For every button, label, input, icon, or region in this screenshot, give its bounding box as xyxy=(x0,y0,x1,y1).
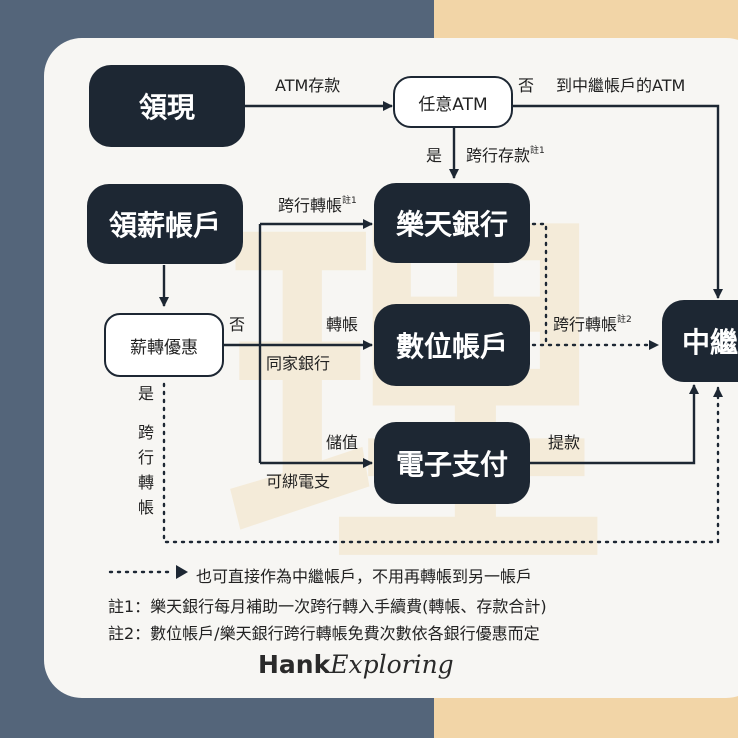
note-1: 註1：樂天銀行每月補助一次跨行轉入手續費(轉帳、存款合計) xyxy=(108,597,547,616)
node-salary-account: 領薪帳戶 xyxy=(87,184,243,264)
brand-logo: HankExploring xyxy=(258,650,454,679)
label-bindable: 可綁電支 xyxy=(266,472,331,491)
node-salary-perk: 薪轉優惠 xyxy=(104,313,224,377)
note-2: 註2：數位帳戶/樂天銀行跨行轉帳免費次數依各銀行優惠而定 xyxy=(108,624,540,643)
label-yes-atm: 是 xyxy=(426,146,443,165)
label-to-relay-atm: 到中繼帳戶的ATM xyxy=(556,76,686,95)
node-relay: 中繼 xyxy=(662,300,738,382)
label-store-value: 儲值 xyxy=(326,433,359,452)
label-cross-transfer-1: 跨行轉帳註1 xyxy=(278,196,357,215)
label-atm-deposit: ATM存款 xyxy=(275,76,341,95)
node-e-payment: 電子支付 xyxy=(374,422,530,504)
label-no-perk: 否 xyxy=(229,315,246,334)
label-cross-deposit: 跨行存款註1 xyxy=(466,146,545,165)
label-cross-transfer-2: 跨行轉帳註2 xyxy=(553,315,632,334)
legend-dotted-text: 也可直接作為中繼帳戶，不用再轉帳到另一帳戶 xyxy=(196,567,533,586)
node-any-atm: 任意ATM xyxy=(393,76,513,128)
label-transfer: 轉帳 xyxy=(326,315,359,334)
label-same-bank: 同家銀行 xyxy=(266,354,331,373)
node-digital-account: 數位帳戶 xyxy=(374,304,530,386)
label-yes-cross-transfer: 是 跨 行 轉 帳 xyxy=(138,384,155,517)
dotted-perk-relay xyxy=(162,382,723,544)
node-rakuten-bank: 樂天銀行 xyxy=(374,183,530,263)
edge-epay-relay xyxy=(530,384,699,465)
node-cash: 領現 xyxy=(89,65,245,147)
edge-atm-relay xyxy=(513,104,723,299)
dotted-rakuten-relay xyxy=(531,222,548,344)
legend-arrowhead xyxy=(176,565,188,579)
label-no-atm: 否 xyxy=(518,76,535,95)
label-withdraw: 提款 xyxy=(548,433,581,452)
